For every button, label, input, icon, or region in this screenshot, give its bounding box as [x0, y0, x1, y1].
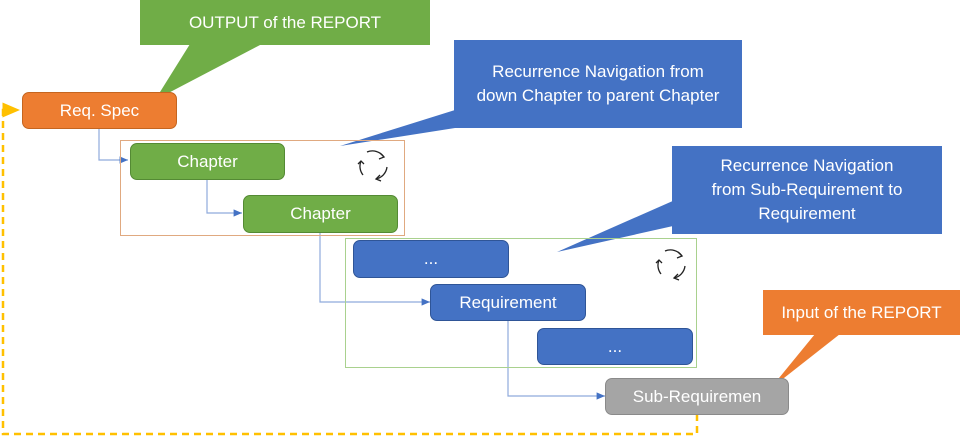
cycle-arrows-icon: [357, 150, 388, 182]
connector-reqspec-chapter1: [98, 128, 128, 164]
requirement-callout-tail: [557, 200, 700, 252]
sub-requirement-node[interactable]: Sub-Requiremen: [605, 378, 789, 415]
connector-requirement-subrequirement: [507, 320, 605, 400]
output-callout: OUTPUT of the REPORT: [140, 0, 430, 45]
req-spec-node[interactable]: Req. Spec: [22, 92, 177, 129]
output-callout-tail: [155, 44, 262, 100]
dashed-feedback-loop: [1, 102, 699, 436]
chapter-callout-tail: [340, 110, 455, 146]
cycle-arrows-icon: [655, 249, 686, 281]
chapter-recurrence-group: [120, 140, 405, 236]
chapter-node-2[interactable]: Chapter: [243, 195, 398, 233]
requirement-recurrence-callout: Recurrence Navigation from Sub-Requireme…: [672, 146, 942, 234]
connector-chapter2-requirement: [319, 232, 430, 306]
input-callout: Input of the REPORT: [763, 290, 960, 335]
requirement-node[interactable]: Requirement: [430, 284, 586, 321]
chapter-recurrence-callout: Recurrence Navigation from down Chapter …: [454, 40, 742, 128]
ellipsis-node-1[interactable]: ...: [353, 240, 509, 278]
chapter-node-1[interactable]: Chapter: [130, 143, 285, 180]
connector-chapter1-chapter2: [206, 180, 242, 217]
input-callout-tail: [770, 334, 840, 389]
ellipsis-node-2[interactable]: ...: [537, 328, 693, 365]
requirement-recurrence-group: [345, 238, 697, 368]
